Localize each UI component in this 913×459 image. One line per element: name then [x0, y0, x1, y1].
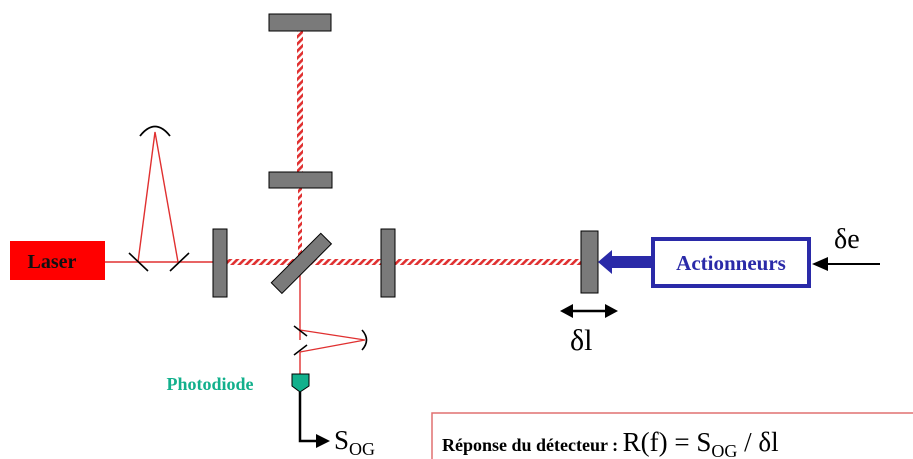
mode-cleaner-mirror-left: [128, 252, 149, 272]
bs-north-beam: [298, 188, 302, 260]
output-mc-curved-mirror: [361, 329, 368, 351]
input-mirror-north: [268, 171, 333, 189]
north-arm-beam: [297, 31, 303, 172]
signal-label: SOG: [334, 425, 375, 459]
mode-cleaner-beam: [137, 131, 179, 263]
output-mc-mirror-bottom: [293, 344, 308, 356]
response-formula: Réponse du détecteur : R(f) = SOG / δl: [442, 427, 779, 459]
actuators-label: Actionneurs: [676, 251, 786, 275]
delta-l-arrowhead-right: [605, 304, 618, 318]
delta-l-arrowhead-left: [560, 304, 573, 318]
laser-box: [10, 241, 105, 280]
mode-cleaner-curved-mirror: [139, 125, 171, 137]
east-arm-beam: [395, 259, 581, 265]
actuator-arrow: [598, 250, 651, 274]
end-mirror-north: [268, 13, 332, 32]
actuators-box: [651, 237, 811, 288]
beamsplitter: [270, 232, 333, 295]
photodiode-label: Photodiode: [166, 374, 253, 394]
output-mode-cleaner-beam: [299, 329, 366, 353]
response-box-border: [431, 412, 913, 459]
power-recycling-mirror: [212, 228, 228, 298]
laser-label: Laser: [28, 251, 77, 273]
delta-e-label: δe: [834, 224, 860, 255]
end-mirror-east: [580, 230, 599, 294]
mode-cleaner-mirror-right: [169, 252, 190, 272]
delta-e-arrowhead: [812, 257, 828, 271]
signal-line: [298, 392, 317, 443]
input-mirror-east: [380, 228, 396, 298]
output-mc-mirror-top: [293, 325, 308, 337]
signal-arrowhead: [316, 434, 330, 448]
photodiode-icon: [291, 373, 310, 393]
delta-l-label: δl: [570, 324, 592, 357]
